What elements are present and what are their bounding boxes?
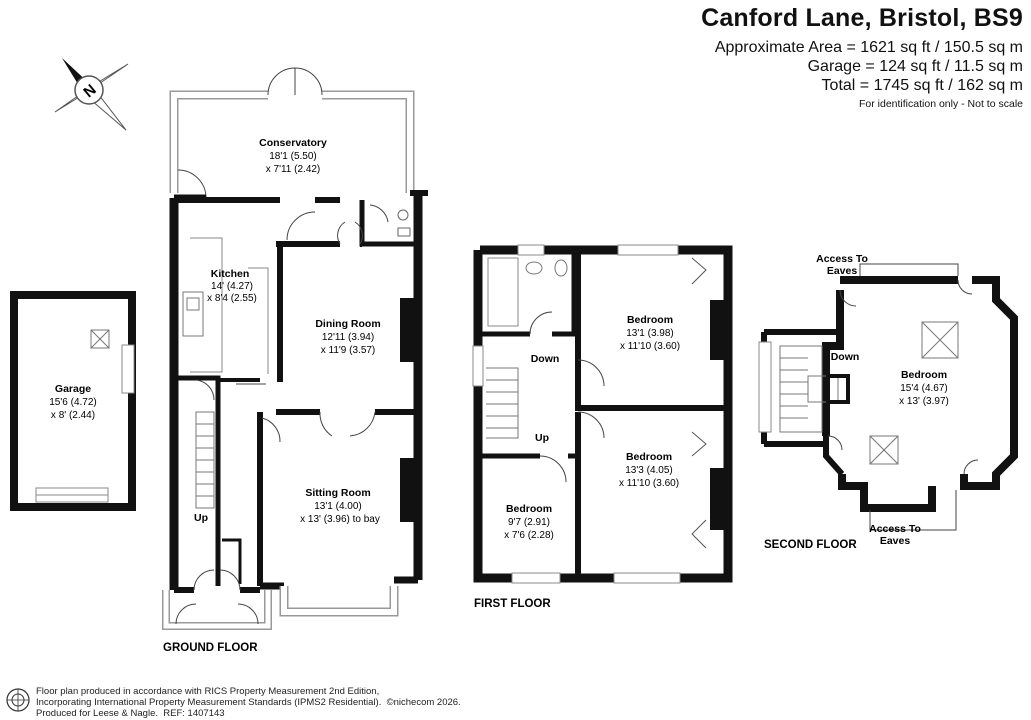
eaves-bottom-line2: Eaves [880, 535, 911, 547]
bedroom1-dim1: 13'1 (3.98) [626, 328, 674, 339]
second-floor-bedroom-name: Bedroom [901, 369, 947, 381]
bedroom3-name: Bedroom [506, 503, 552, 515]
total-area: Total = 1745 sq ft / 162 sq m [821, 77, 1023, 94]
dining-room-dim1: 12'11 (3.94) [322, 332, 374, 343]
second-floor-bedroom-dim2: x 13' (3.97) [899, 396, 949, 407]
second-floor-plan [758, 263, 1018, 531]
bedroom3-dim2: x 7'6 (2.28) [504, 530, 554, 541]
ground-floor-plan [162, 67, 428, 630]
footer-ref: REF: 1407143 [163, 708, 225, 719]
conservatory-dim2: x 7'11 (2.42) [266, 164, 321, 175]
garage-dim2: x 8' (2.44) [51, 410, 95, 421]
bedroom2-name: Bedroom [626, 451, 672, 463]
kitchen-dim1: 14' (4.27) [211, 281, 253, 292]
dining-room-name: Dining Room [315, 318, 380, 330]
first-floor-up-label: Up [535, 432, 549, 444]
first-floor-down-label: Down [531, 353, 560, 365]
bedroom3-dim1: 9'7 (2.91) [508, 517, 550, 528]
rics-logo-icon [6, 688, 30, 712]
bedroom1-name: Bedroom [627, 314, 673, 326]
eaves-top-line2: Eaves [827, 265, 858, 277]
scale-note: For identification only - Not to scale [859, 98, 1023, 110]
stairs-up-label: Up [194, 512, 208, 524]
first-floor-plan [472, 244, 733, 584]
garage-name: Garage [55, 383, 91, 395]
eaves-bottom-line1: Access To [869, 523, 921, 535]
compass-icon: N [54, 58, 129, 131]
footer-line3: Produced for Leese & Nagle. [36, 708, 158, 719]
second-floor-down-label: Down [831, 351, 860, 363]
footer-line1: Floor plan produced in accordance with R… [36, 686, 380, 697]
bedroom1-dim2: x 11'10 (3.60) [620, 341, 680, 352]
conservatory-name: Conservatory [259, 137, 327, 149]
second-floor-label: SECOND FLOOR [764, 539, 857, 551]
garage-area: Garage = 124 sq ft / 11.5 sq m [807, 58, 1023, 75]
sitting-room-dim1: 13'1 (4.00) [314, 501, 362, 512]
bedroom2-dim1: 13'3 (4.05) [625, 465, 673, 476]
dining-room-dim2: x 11'9 (3.57) [321, 345, 376, 356]
approximate-area: Approximate Area = 1621 sq ft / 150.5 sq… [714, 39, 1023, 56]
ground-floor-label: GROUND FLOOR [163, 642, 258, 654]
footer-copyright: ©nichecom 2026. [386, 697, 461, 708]
garage-plan [10, 291, 136, 511]
garage-dim1: 15'6 (4.72) [49, 397, 97, 408]
first-floor-label: FIRST FLOOR [474, 598, 551, 610]
kitchen-dim2: x 8'4 (2.55) [207, 293, 257, 304]
footer-line2: Incorporating International Property Mea… [36, 697, 382, 708]
kitchen-name: Kitchen [211, 268, 250, 280]
property-title: Canford Lane, Bristol, BS9 [701, 4, 1023, 32]
eaves-top-line1: Access To [816, 253, 868, 265]
footer: Floor plan produced in accordance with R… [36, 686, 461, 719]
sitting-room-name: Sitting Room [305, 487, 370, 499]
bedroom2-dim2: x 11'10 (3.60) [619, 478, 679, 489]
sitting-room-dim2: x 13' (3.96) to bay [300, 514, 380, 525]
second-floor-bedroom-dim1: 15'4 (4.67) [900, 383, 948, 394]
conservatory-dim1: 18'1 (5.50) [269, 151, 317, 162]
